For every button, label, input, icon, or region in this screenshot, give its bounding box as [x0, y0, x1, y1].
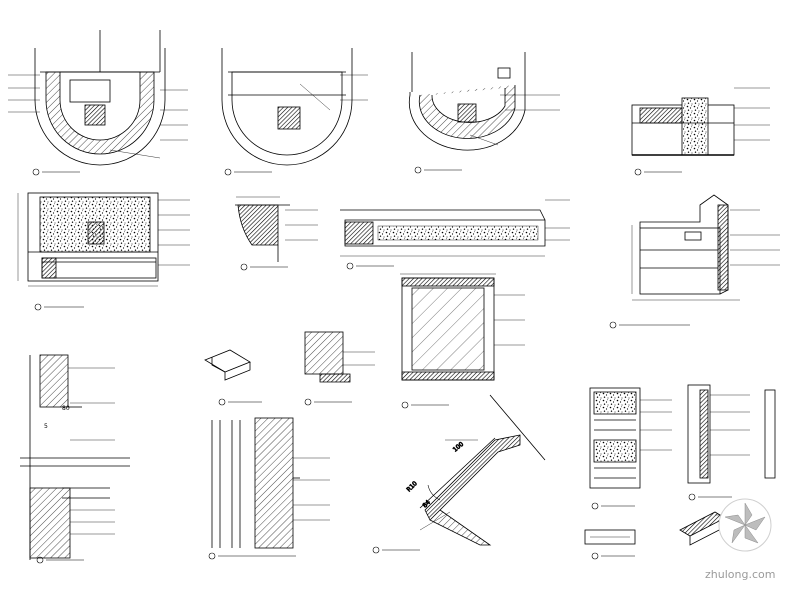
side-elevation-small	[631, 87, 770, 156]
plan-1-title	[32, 168, 80, 176]
countertop-plan	[400, 273, 525, 381]
side-section-title	[609, 321, 690, 329]
section-a-title	[240, 263, 288, 271]
reception-plan-1	[8, 30, 188, 166]
plan-2-title	[224, 168, 272, 176]
wall-detail-2-title	[208, 552, 296, 560]
dim-r10: R10	[405, 480, 418, 493]
bottom-part-1-title	[591, 552, 635, 560]
front-elevation	[17, 192, 190, 287]
panel-elevation-title	[591, 502, 635, 510]
reception-plan-3	[408, 52, 560, 151]
corner-detail-title	[304, 398, 352, 406]
wall-detail-1-title	[36, 556, 84, 564]
bottom-part-1	[584, 529, 636, 545]
edge-detail: 100 R10 84	[405, 394, 546, 546]
front-elevation-title	[34, 303, 84, 311]
panel-section-title	[688, 493, 732, 501]
counter-section-a	[235, 196, 318, 262]
dim-5: 5	[44, 423, 48, 430]
iso-part-title	[218, 398, 262, 406]
dim-100: 100	[452, 441, 465, 454]
counter-long-section	[340, 199, 570, 257]
countertop-plan-title	[401, 401, 449, 409]
corner-detail	[304, 331, 375, 383]
panel-elevation	[589, 387, 672, 489]
wall-detail-1	[20, 354, 130, 560]
iso-part	[204, 349, 251, 381]
edge-detail-title	[372, 546, 420, 554]
dim-80: 80	[62, 405, 70, 412]
panel-section	[687, 384, 776, 484]
small-elevation-title	[634, 168, 682, 176]
reception-plan-2	[221, 48, 368, 166]
counter-side-section	[631, 194, 780, 301]
watermark-text: zhulong.com	[705, 568, 775, 581]
long-section-title	[346, 262, 394, 270]
dim-84: 84	[421, 499, 431, 509]
wall-detail-2	[211, 417, 330, 549]
plan-3-title	[414, 166, 462, 174]
zhulong-logo	[718, 498, 772, 552]
